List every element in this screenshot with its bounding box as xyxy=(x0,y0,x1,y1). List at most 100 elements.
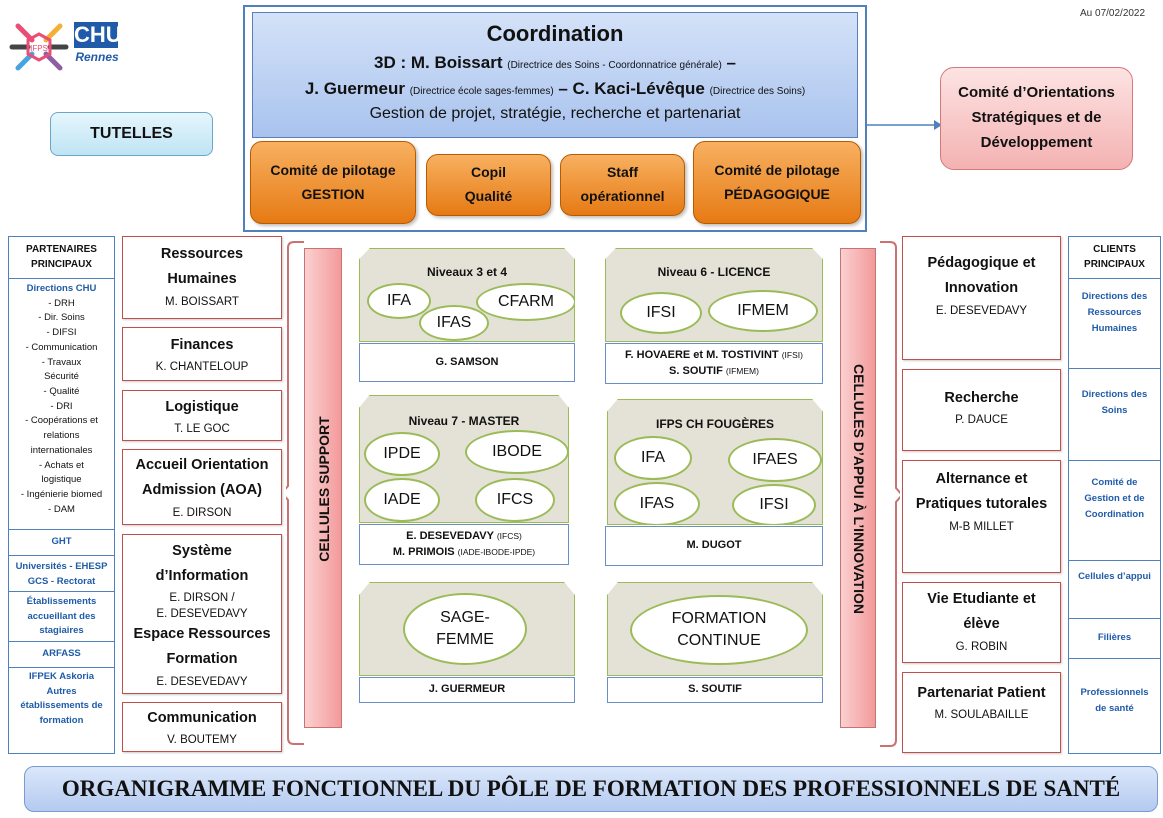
n7-m1-note: (IFCS) xyxy=(496,530,522,541)
card-partenariat-patient: Partenariat Patient M. SOULABAILLE xyxy=(902,672,1061,753)
card-sage-femme-manager: J. GUERMEUR xyxy=(359,677,575,703)
partners-etablissements: Établissements accueillant des stagiaire… xyxy=(9,592,114,642)
card-niveaux-3-4-manager: G. SAMSON xyxy=(359,343,575,382)
partners-directions-item: relations xyxy=(43,430,80,442)
partners-arfass: ARFASS xyxy=(9,642,114,668)
partners-directions-item: internationales xyxy=(30,444,93,456)
client-filieres: Filières xyxy=(1069,619,1160,659)
oval-ifcs: IFCS xyxy=(475,478,555,522)
card-si-title: Système d’Information xyxy=(155,543,249,585)
card-communication: Communication V. BOUTEMY xyxy=(122,702,282,752)
card-rh-name: M. BOISSART xyxy=(165,295,239,308)
card-communication-name: V. BOUTEMY xyxy=(167,734,237,747)
cellules-support-bar: CELLULES SUPPORT xyxy=(304,248,342,728)
partners-directions-item: - Communication xyxy=(25,341,98,353)
oval-ifmem: IFMEM xyxy=(708,290,818,332)
oval-ipde: IPDE xyxy=(364,432,440,476)
coord-guermeur-role: (Directrice école sages-femmes) xyxy=(409,86,554,97)
clients-column: CLIENTS PRINCIPAUX Directions des Ressou… xyxy=(1068,236,1161,754)
card-communication-title: Communication xyxy=(147,710,257,726)
partners-directions-item: - Coopérations et xyxy=(25,415,98,427)
card-vie-etudiante-name: G. ROBIN xyxy=(955,640,1008,653)
n6-m2: S. SOUTIF xyxy=(669,364,723,377)
oval-fougeres-ifa: IFA xyxy=(614,436,692,480)
niveau-6-manager-1: F. HOVAERE et M. TOSTIVINT (IFSI) xyxy=(606,348,822,364)
banner-title: ORGANIGRAMME FONCTIONNEL DU PÔLE DE FORM… xyxy=(24,766,1158,812)
card-pedagogique: Pédagogique et Innovation E. DESEVEDAVY xyxy=(902,236,1061,360)
niveau-7-title: Niveau 7 - MASTER xyxy=(408,414,520,428)
card-niveau-6: Niveau 6 - LICENCE IFSI IFMEM xyxy=(605,248,823,342)
card-partenariat-title: Partenariat Patient xyxy=(917,685,1046,701)
partners-directions-item: - DAM xyxy=(48,503,75,515)
comite-pilotage-gestion: Comité de pilotage GESTION xyxy=(250,141,416,224)
partners-directions-item: - Travaux xyxy=(41,356,82,368)
partners-column: PARTENAIRES PRINCIPAUX Directions CHU - … xyxy=(8,236,115,754)
card-niveau-7: Niveau 7 - MASTER IPDE IBODE IADE IFCS xyxy=(359,395,569,523)
coord-guermeur: J. Guermeur xyxy=(304,79,405,98)
card-pedagogique-title: Pédagogique et Innovation xyxy=(927,255,1036,297)
partners-ght: GHT xyxy=(9,530,114,556)
ifps-logo-text: IFPS xyxy=(30,44,48,53)
date-label: Au 07/02/2022 xyxy=(1080,8,1146,19)
client-drh: Directions des Ressources Humaines xyxy=(1069,279,1160,369)
card-si-name-2: E. DESEVEDAVY xyxy=(156,607,248,620)
card-ressources-humaines: Ressources Humaines M. BOISSART xyxy=(122,236,282,319)
client-cellules-appui: Cellules d’appui xyxy=(1069,561,1160,619)
card-logistique-title: Logistique xyxy=(165,399,239,415)
oval-ibode: IBODE xyxy=(465,430,569,474)
card-sage-femme: SAGE-FEMME xyxy=(359,582,575,676)
partners-universites: Universités - EHESP GCS - Rectorat xyxy=(9,556,114,592)
card-alternance-title: Alternance et Pratiques tutorales xyxy=(915,471,1048,513)
coordination-title: Coordination xyxy=(486,21,624,46)
card-niveau-6-managers: F. HOVAERE et M. TOSTIVINT (IFSI) S. SOU… xyxy=(605,343,823,384)
card-alternance: Alternance et Pratiques tutorales M-B MI… xyxy=(902,460,1061,573)
card-recherche-name: P. DAUCE xyxy=(955,414,1008,427)
coordination-line-1: 3D : M. Boissart (Directrice des Soins -… xyxy=(253,53,857,73)
card-recherche-title: Recherche xyxy=(944,390,1019,406)
card-niveaux-3-4: Niveaux 3 et 4 IFA IFAS CFARM xyxy=(359,248,575,342)
oval-sage-femme: SAGE-FEMME xyxy=(403,593,527,665)
cellules-innovation-bar: CELLULES D’APPUI À L’INNOVATION xyxy=(840,248,876,728)
card-aoa: Accueil Orientation Admission (AOA) E. D… xyxy=(122,449,282,525)
n7-m2-note: (IADE-IBODE-IPDE) xyxy=(457,546,536,557)
card-finances-name: K. CHANTELOUP xyxy=(155,361,249,374)
coord-boissart-role: (Directrice des Soins - Coordonnatrice g… xyxy=(507,60,722,71)
card-formation-continue: FORMATION CONTINUE xyxy=(607,582,823,676)
niveau-6-title: Niveau 6 - LICENCE xyxy=(657,265,771,279)
partners-directions-chu: Directions CHU - DRH- Dir. Soins- DIFSI-… xyxy=(9,279,114,530)
niveau-6-manager-2: S. SOUTIF (IFMEM) xyxy=(606,364,822,380)
coordination-box: Coordination 3D : M. Boissart (Directric… xyxy=(252,12,858,138)
card-logistique: Logistique T. LE GOC xyxy=(122,390,282,441)
partners-directions-item: - DIFSI xyxy=(46,327,77,339)
cellules-innovation-label: CELLULES D’APPUI À L’INNOVATION xyxy=(851,364,867,614)
partners-directions-item: - DRH xyxy=(48,297,75,309)
oval-iade: IADE xyxy=(364,478,440,522)
niveaux-3-4-title: Niveaux 3 et 4 xyxy=(426,265,508,279)
client-comite-gestion: Comité de Gestion et de Coordination xyxy=(1069,461,1160,561)
card-partenariat-name: M. SOULABAILLE xyxy=(934,709,1029,722)
coord-dash: – xyxy=(721,53,736,72)
clients-title: CLIENTS PRINCIPAUX xyxy=(1069,237,1160,279)
n6-m1: F. HOVAERE et M. TOSTIVINT xyxy=(625,348,779,361)
n6-m1-note: (IFSI) xyxy=(781,349,803,360)
partners-directions-item: - Ingénierie biomed xyxy=(20,489,103,501)
coord-kaci: – C. Kaci-Lévêque xyxy=(553,79,705,98)
oval-ifas: IFAS xyxy=(419,305,489,341)
coordination-frame xyxy=(243,5,867,232)
card-erf-title: Espace Ressources Formation xyxy=(133,625,271,668)
ifps-fougeres-title: IFPS CH FOUGÈRES xyxy=(655,417,774,431)
card-si-name-1: E. DIRSON / xyxy=(169,591,235,604)
partners-directions-chu-title: Directions CHU xyxy=(26,283,97,294)
oval-ifa: IFA xyxy=(367,283,431,319)
oval-fougeres-ifaes: IFAES xyxy=(728,438,822,482)
partners-directions-item: - Achats et xyxy=(39,459,84,471)
copil-qualite: Copil Qualité xyxy=(426,154,551,216)
card-vie-etudiante: Vie Etudiante et élève G. ROBIN xyxy=(902,582,1061,663)
partners-title: PARTENAIRES PRINCIPAUX xyxy=(9,237,114,279)
arrow-to-comite xyxy=(866,120,942,130)
ifps-logo: IFPS xyxy=(8,16,70,78)
card-pedagogique-name: E. DESEVEDAVY xyxy=(935,304,1028,317)
card-finances-title: Finances xyxy=(170,337,234,353)
staff-operationnel: Staff opérationnel xyxy=(560,154,685,216)
client-dir-soins: Directions des Soins xyxy=(1069,369,1160,461)
